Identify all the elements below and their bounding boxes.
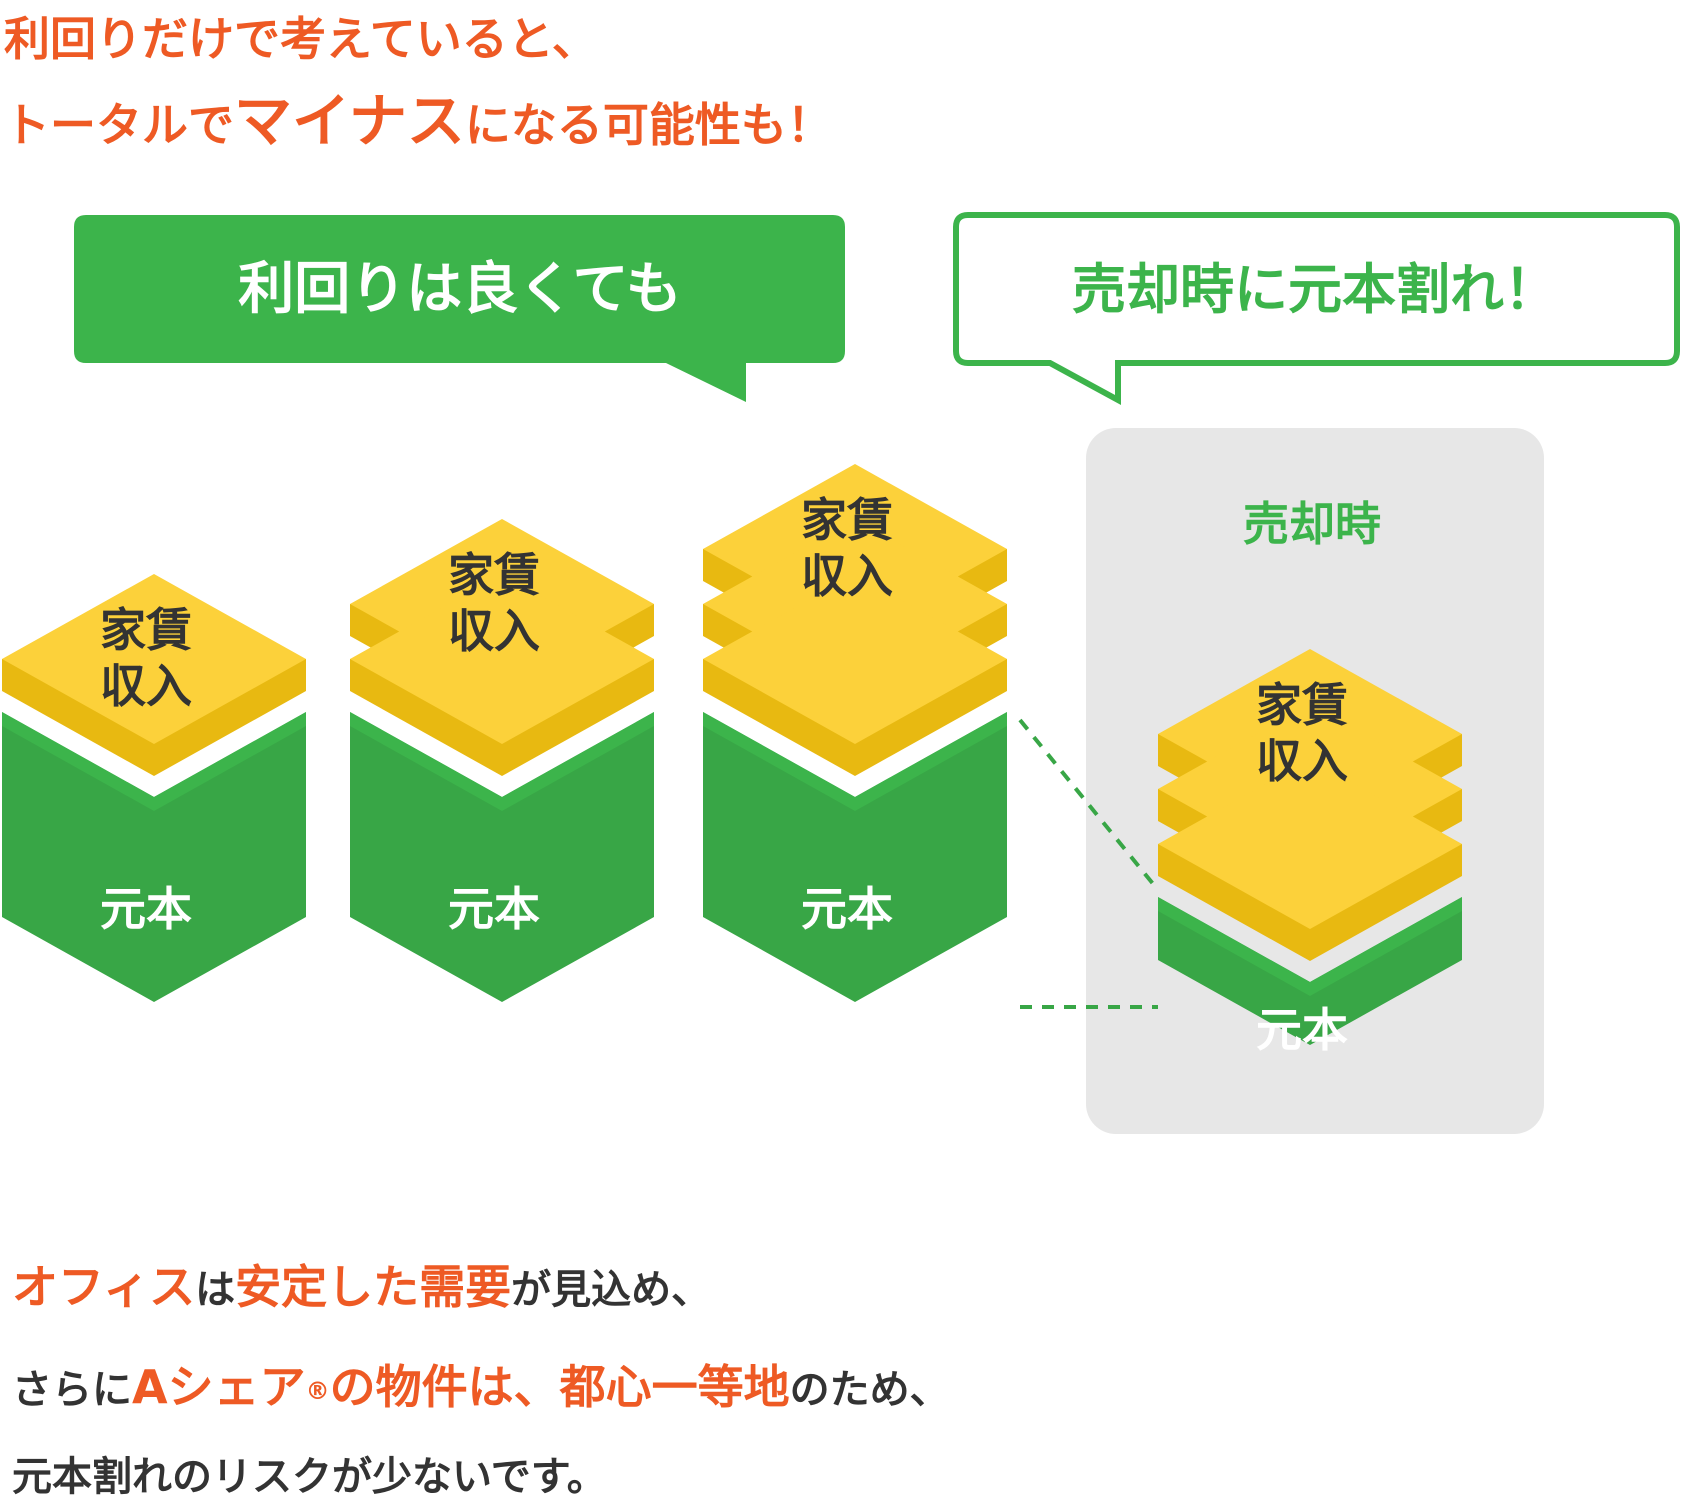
footer-text: さらに [12, 1367, 132, 1413]
investment-diagram: 利回りは良くても売却時に元本割れ！売却時家賃収入元本家賃収入元本家賃収入元本家賃… [2, 212, 1680, 1134]
rent-label: 収入 [801, 549, 893, 603]
footer-emphasis: 都心一等地 [559, 1360, 790, 1414]
principal-label: 元本 [448, 882, 540, 936]
rent-label: 家賃 [801, 493, 893, 547]
principal-block [703, 712, 1007, 1002]
callout-text-left: 利回りは良くても [238, 257, 682, 322]
rent-layer-top [2, 574, 306, 744]
rent-label: 家賃 [100, 603, 192, 657]
rent-layer-top [703, 574, 1007, 744]
rent-label: 家賃 [448, 548, 540, 602]
footer-emphasis: 安定した需要 [235, 1260, 512, 1314]
headline-emphasis-minus: マイナス [234, 87, 465, 155]
headline-line-1: 利回りだけで考えていると、 [4, 12, 598, 66]
callout-bubble-right [953, 212, 1680, 406]
headline-text: トータルで [4, 98, 234, 152]
headline-line-2: トータルでマイナスになる可能性も！ [4, 92, 833, 154]
sale-panel-label: 売却時 [1243, 497, 1381, 551]
rent-label: 収入 [100, 659, 192, 713]
principal-label: 元本 [100, 882, 192, 936]
principal-block [2, 712, 306, 1002]
headline-text: になる可能性も！ [464, 98, 833, 152]
principal-block [350, 712, 654, 1002]
rent-label: 収入 [448, 604, 540, 658]
principal-block [1158, 897, 1462, 1045]
footer-text: のため、 [789, 1367, 950, 1413]
rent-label: 家賃 [1256, 678, 1348, 732]
footer-line-3: 元本割れのリスクが少ないです。 [12, 1454, 607, 1500]
footer-emphasis-ashare: Aシェア [132, 1360, 306, 1414]
rent-layer-top [350, 574, 654, 744]
rent-label: 収入 [1256, 734, 1348, 788]
callout-bubble-left [74, 215, 845, 402]
principal-label: 元本 [801, 882, 893, 936]
callout-text-right: 売却時に元本割れ！ [1072, 258, 1558, 321]
footer-text: が見込め、 [511, 1267, 712, 1313]
footer-text: は [195, 1267, 236, 1313]
dashed-connector-top [1018, 718, 1160, 892]
footer-emphasis: の物件は、 [329, 1360, 560, 1414]
registered-mark: ® [305, 1377, 330, 1405]
footer-line-2: さらにAシェア®の物件は、都心一等地のため、 [12, 1362, 950, 1416]
rent-layer-top [1158, 759, 1462, 929]
footer-emphasis: オフィス [12, 1260, 196, 1314]
principal-label: 元本 [1256, 1003, 1348, 1057]
footer-line-1: オフィスは安定した需要が見込め、 [12, 1262, 711, 1315]
